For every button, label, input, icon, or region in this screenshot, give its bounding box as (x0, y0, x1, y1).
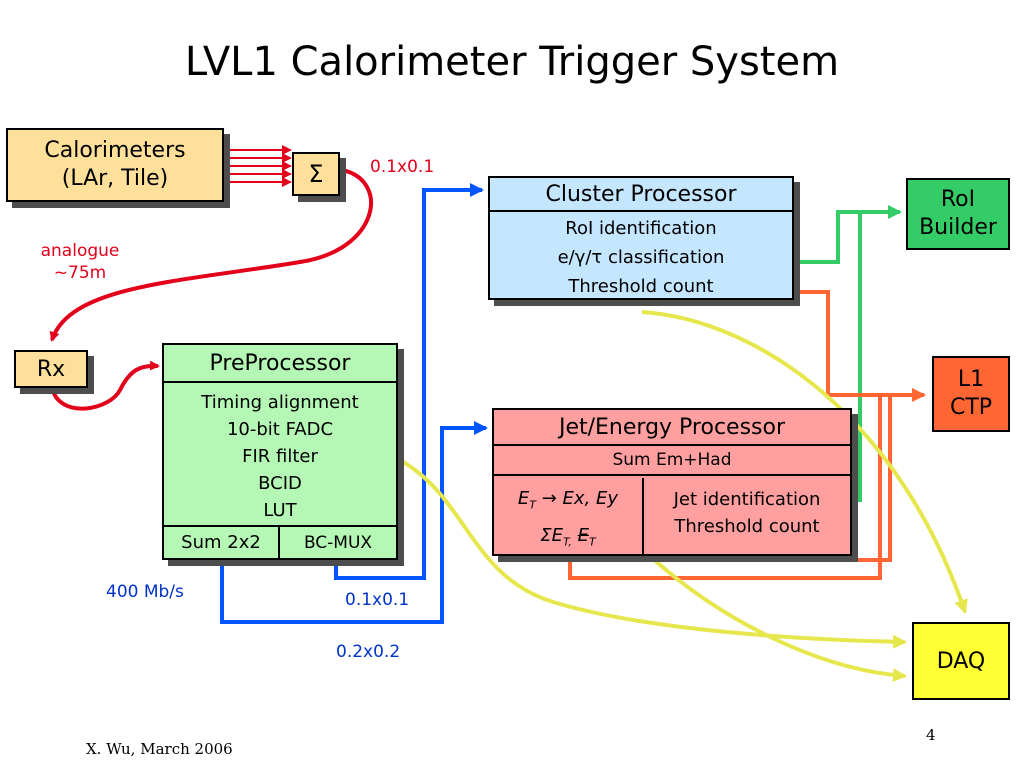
jet-threshold-line: Threshold count (674, 516, 820, 537)
roi-label-line1: RoI (940, 187, 976, 212)
cluster-processor-title: Cluster Processor (490, 178, 792, 212)
pp-line: Timing alignment (201, 392, 359, 413)
sum-et-line: ΣET, ET (540, 524, 596, 549)
jet-to-ctp-2 (852, 395, 892, 562)
calorimeters-label: Calorimeters (44, 138, 186, 163)
pp-line: LUT (263, 500, 297, 521)
analogue-label: analogue ~75m (30, 240, 130, 284)
cluster-to-daq (641, 310, 968, 614)
granularity-02-label: 0.2x0.2 (336, 642, 401, 662)
jet-id-cell: Jet identification Threshold count (644, 478, 850, 554)
rx-to-preprocessor-cable (50, 360, 160, 411)
cluster-lines: RoI identification e/γ/τ classification … (490, 214, 792, 301)
cluster-line: RoI identification (565, 218, 717, 239)
jet-processor-title: Jet/Energy Processor (494, 410, 850, 446)
daq-label: DAQ (936, 648, 986, 674)
jet-to-ctp-1 (568, 395, 882, 580)
ctp-label-line2: CTP (949, 395, 993, 420)
pp-line: FIR filter (242, 446, 318, 467)
daq-box: DAQ (912, 622, 1010, 700)
cluster-to-roi (794, 205, 902, 264)
analogue-input-lines (224, 145, 292, 187)
roi-builder-box: RoI Builder (906, 178, 1010, 250)
pp-line: BCID (258, 473, 302, 494)
pp-line: 10-bit FADC (226, 419, 334, 440)
page-title: LVL1 Calorimeter Trigger System (184, 39, 840, 85)
preprocessor-to-daq (399, 458, 907, 649)
preprocessor-title: PreProcessor (164, 345, 396, 383)
jet-id-line: Jet identification (673, 489, 821, 510)
cluster-line: e/γ/τ classification (557, 247, 725, 268)
analogue-label-line1: analogue (40, 241, 120, 261)
analogue-label-line2: ~75m (53, 263, 107, 283)
sum-box: Σ (292, 152, 340, 196)
sum-symbol: Σ (308, 160, 324, 188)
link-to-jet-processor (220, 421, 488, 624)
rate-label: 400 Mb/s (106, 582, 184, 602)
analogue-cable (49, 168, 373, 342)
cluster-to-ctp (794, 290, 926, 402)
granularity-label-top: 0.1x0.1 (370, 157, 435, 177)
roi-label-line2: Builder (919, 215, 997, 240)
jet-to-daq (648, 554, 907, 683)
jet-to-roi (852, 212, 862, 502)
rx-label: Rx (36, 356, 66, 382)
jet-et-cell: ET → Ex, Ey ΣET, ET (494, 478, 644, 554)
cluster-processor-box: Cluster Processor RoI identification e/γ… (488, 176, 794, 300)
preprocessor-lines: Timing alignment 10-bit FADC FIR filter … (164, 389, 396, 524)
preprocessor-box: PreProcessor Timing alignment 10-bit FAD… (162, 343, 398, 560)
ctp-label-line1: L1 (957, 367, 985, 392)
rx-box: Rx (14, 350, 88, 388)
calorimeters-box: Calorimeters (LAr, Tile) (6, 128, 224, 202)
granularity-01-label: 0.1x0.1 (345, 590, 410, 610)
sum-2x2-cell: Sum 2x2 (164, 525, 280, 558)
et-line: ET → Ex, Ey (517, 488, 619, 512)
l1-ctp-box: L1 CTP (932, 356, 1010, 432)
link-to-cluster-processor (334, 183, 484, 580)
jet-energy-processor-box: Jet/Energy Processor Sum Em+Had ET → Ex,… (492, 408, 852, 556)
page-number: 4 (926, 726, 936, 744)
footer-author: X. Wu, March 2006 (86, 740, 233, 758)
bc-mux-cell: BC-MUX (280, 525, 396, 558)
sum-em-had-label: Sum Em+Had (494, 446, 850, 476)
calorimeters-sublabel: (LAr, Tile) (61, 166, 169, 191)
cluster-line: Threshold count (568, 276, 714, 297)
